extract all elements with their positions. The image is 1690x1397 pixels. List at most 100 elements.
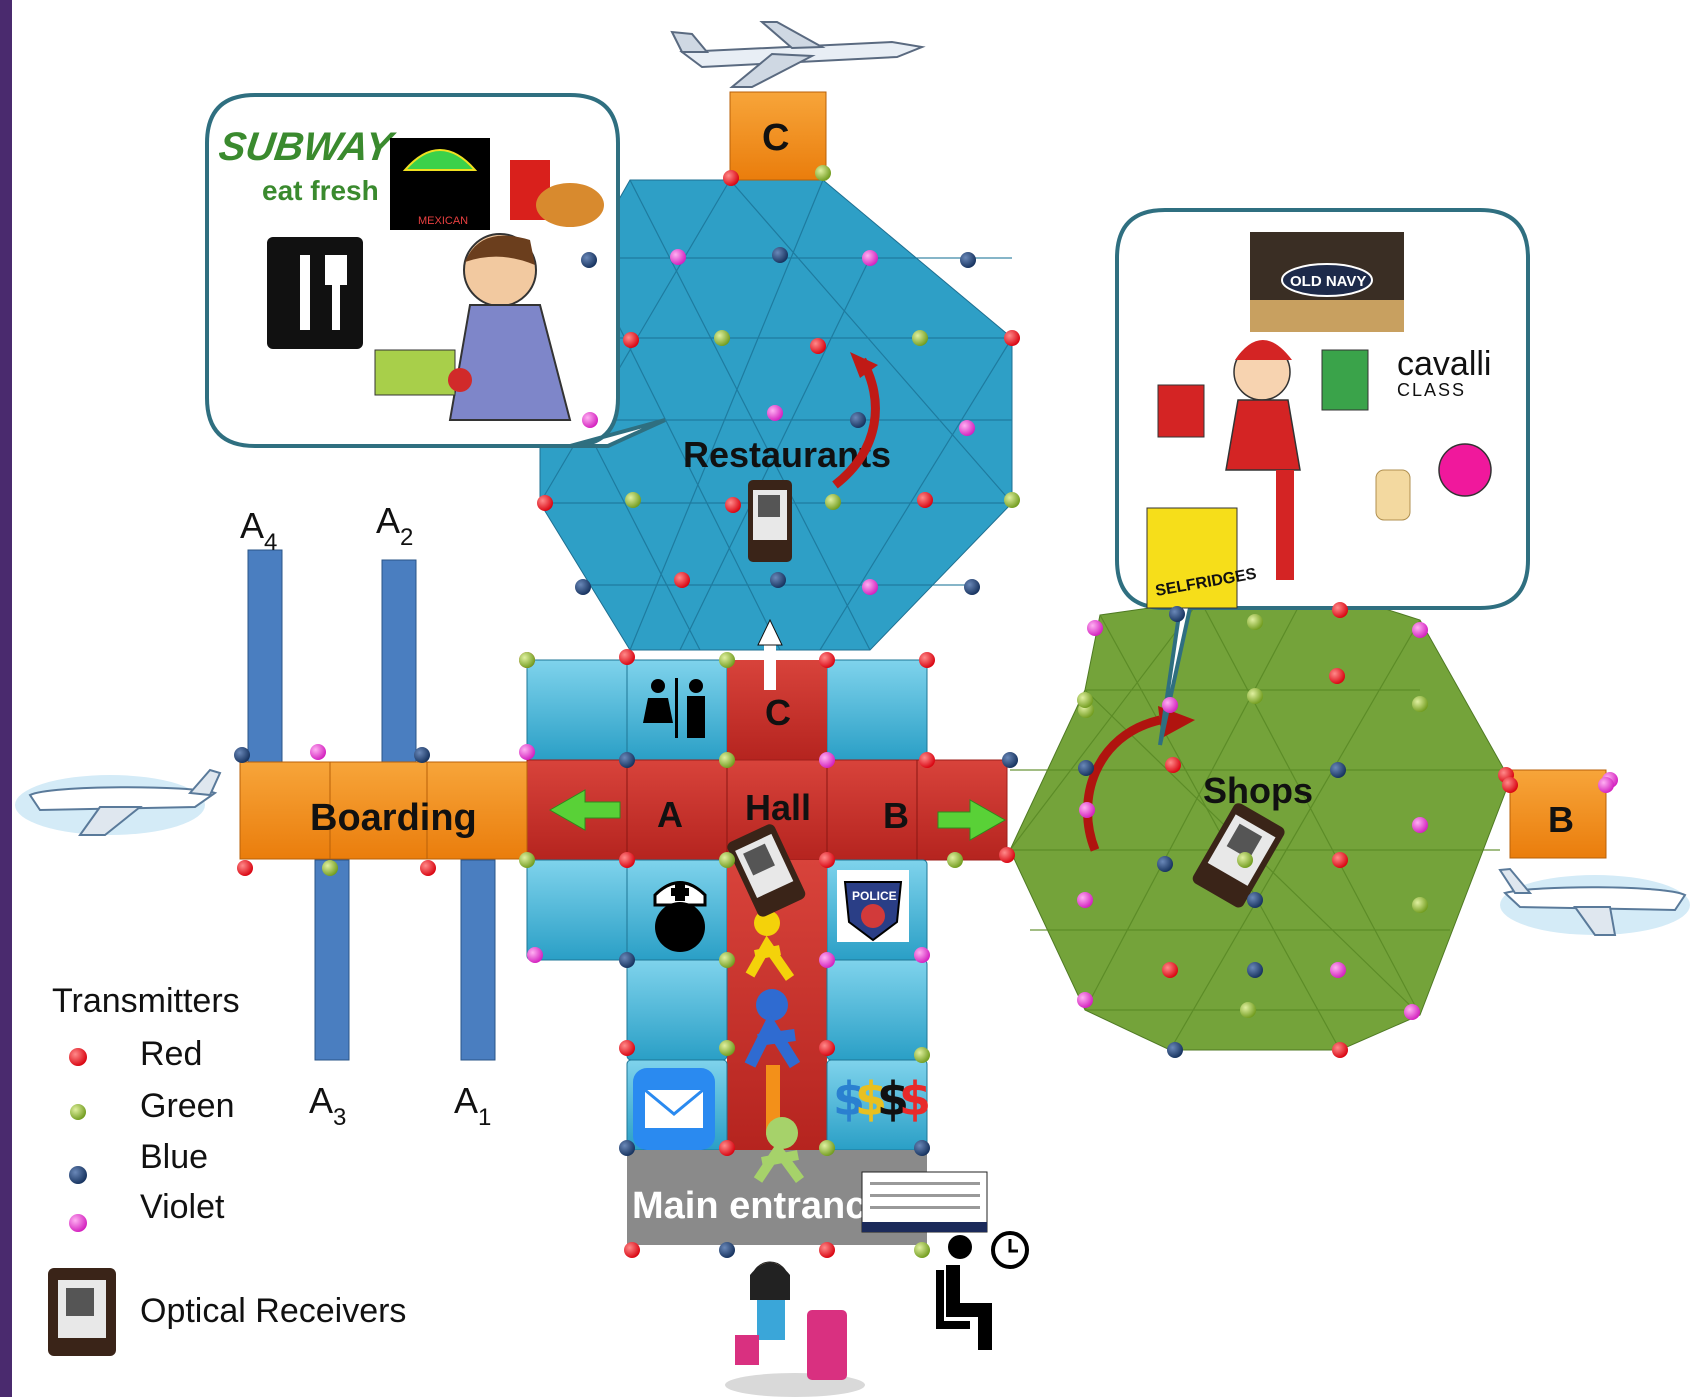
transmitter-dot-green <box>1247 614 1263 630</box>
svg-text:$: $ <box>877 1072 909 1126</box>
transmitter-dot-violet <box>914 947 930 963</box>
airplane-icon <box>670 21 926 88</box>
left-border-strip <box>0 0 12 1397</box>
transmitter-dot-red <box>619 1040 635 1056</box>
gate-bar-a4 <box>247 549 283 763</box>
transmitter-dot-blue <box>619 952 635 968</box>
main-entrance-label: Main entrance <box>632 1185 888 1227</box>
transmitter-dot-blue <box>575 579 591 595</box>
transmitter-dot-red <box>725 497 741 513</box>
transmitter-dot-violet <box>1077 992 1093 1008</box>
transmitter-dot-blue <box>1002 752 1018 768</box>
transmitter-dot-blue <box>1247 962 1263 978</box>
boarding-label: Boarding <box>310 797 477 839</box>
transmitter-dot-blue <box>914 1140 930 1156</box>
transmitter-dot-violet <box>862 579 878 595</box>
transmitter-dot-violet <box>670 249 686 265</box>
selfridges-bag-icon <box>1146 507 1238 609</box>
shops-label: Shops <box>1203 770 1313 811</box>
transmitter-dot-red <box>999 847 1015 863</box>
traveler-icon <box>725 1261 865 1397</box>
gate-a3-label: A3 <box>309 1080 346 1131</box>
transmitter-dot-blue <box>1247 892 1263 908</box>
gate-a2-label: A2 <box>376 500 413 551</box>
transmitter-dot-blue <box>772 247 788 263</box>
transmitter-dot-green <box>519 652 535 668</box>
transmitter-dot-green <box>914 1047 930 1063</box>
transmitter-dot-green <box>1412 696 1428 712</box>
transmitter-dot-violet <box>819 752 835 768</box>
gate-b-label: B <box>1548 799 1574 840</box>
subway-tagline: eat fresh <box>262 175 379 206</box>
shopping-girl-icon <box>1157 340 1369 580</box>
boarding-zone: Boarding A4 A2 A3 A1 <box>239 500 528 1131</box>
waiting-clock-icon <box>936 1231 1029 1350</box>
old-navy-label: OLD NAVY <box>1290 273 1366 290</box>
burger-icon <box>536 183 604 227</box>
transmitter-dot-violet <box>1087 620 1103 636</box>
transmitter-dot-blue <box>619 752 635 768</box>
hall-b-label: B <box>883 795 909 836</box>
transmitter-dot-green <box>825 494 841 510</box>
corridor-c-label: C <box>765 692 791 733</box>
walking-person-blue-icon <box>744 989 801 1069</box>
gate-c-box <box>729 91 827 181</box>
transmitter-dot-red <box>623 332 639 348</box>
transmitter-dot-violet <box>1412 817 1428 833</box>
transmitter-dot-blue <box>1167 1042 1183 1058</box>
legend-dot-green <box>70 1104 86 1120</box>
gate-a4-label: A4 <box>240 505 277 556</box>
transmitter-dot-blue <box>619 1140 635 1156</box>
transmitter-dot-green <box>719 652 735 668</box>
transmitter-dot-violet <box>959 420 975 436</box>
transmitter-dot-red <box>819 1040 835 1056</box>
legend: Transmitters Red Green Blue Violet Optic… <box>48 982 406 1356</box>
transmitter-dot-red <box>919 652 935 668</box>
transmitter-dot-blue <box>581 252 597 268</box>
police-text: POLICE <box>852 889 897 903</box>
subway-brand: SUBWAY <box>216 124 398 169</box>
transmitter-dot-violet <box>519 744 535 760</box>
transmitter-dot-red <box>719 1140 735 1156</box>
entrance-orange-arrow <box>766 1065 780 1135</box>
transmitter-dot-blue <box>960 252 976 268</box>
legend-receiver-icon <box>48 1268 116 1356</box>
gate-c-label: C <box>762 117 789 159</box>
transmitter-dot-blue <box>719 1242 735 1258</box>
walking-person-green-icon <box>753 1117 805 1183</box>
transmitter-dot-red <box>420 860 436 876</box>
legend-violet: Violet <box>140 1188 225 1226</box>
transmitter-dot-green <box>914 1242 930 1258</box>
transmitter-dot-green <box>1004 492 1020 508</box>
gate-a1-label: A1 <box>454 1080 491 1131</box>
gate-bar-a2 <box>381 559 417 763</box>
boy-eating-icon <box>374 233 572 421</box>
hall-a-label: A <box>657 794 683 835</box>
transmitter-dot-red <box>1165 757 1181 773</box>
restaurant-callout: SUBWAY eat fresh MEXICAN <box>205 93 666 448</box>
transmitter-dot-green <box>719 752 735 768</box>
transmitter-dot-red <box>619 649 635 665</box>
transmitter-dot-green <box>1237 852 1253 868</box>
transmitter-dot-blue <box>234 747 250 763</box>
airplane-left-icon <box>15 768 222 836</box>
transmitter-dot-red <box>619 852 635 868</box>
restaurant-arrow-head <box>850 352 878 378</box>
transmitter-dot-green <box>1247 688 1263 704</box>
transmitter-dot-red <box>674 572 690 588</box>
transmitter-dot-red <box>624 1242 640 1258</box>
transmitter-dot-green <box>912 330 928 346</box>
left-green-arrow <box>548 789 621 831</box>
transmitter-dot-violet <box>1330 962 1346 978</box>
transmitter-dot-green <box>815 165 831 181</box>
transmitter-dot-red <box>1162 962 1178 978</box>
transmitter-dot-violet <box>862 250 878 266</box>
transmitter-dot-violet <box>1412 622 1428 638</box>
transmitter-dot-green <box>1077 692 1093 708</box>
transmitters <box>234 165 1618 1258</box>
right-green-arrow <box>937 799 1007 841</box>
transmitter-dot-blue <box>850 412 866 428</box>
transmitter-dot-red <box>819 652 835 668</box>
transmitter-dot-violet <box>1077 892 1093 908</box>
transmitter-dot-blue <box>1169 606 1185 622</box>
